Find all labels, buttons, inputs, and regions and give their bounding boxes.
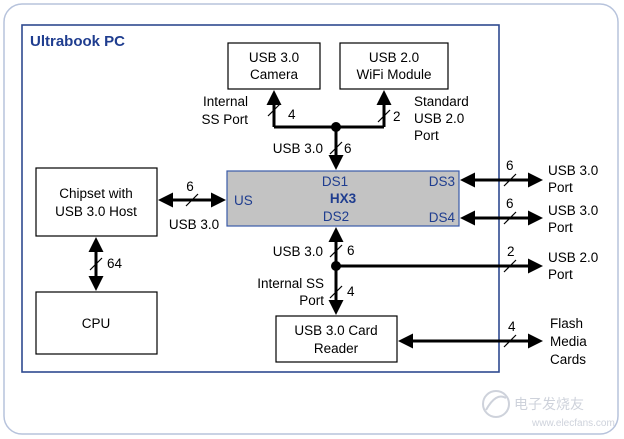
slash-ds3: [503, 173, 517, 187]
slash-flash: [503, 334, 517, 348]
hub-name: HX3: [330, 191, 357, 206]
cpu-block: [35, 291, 158, 355]
label-flash-line2: Media: [550, 334, 587, 349]
label-standard-usb2-line2: USB 2.0: [414, 111, 464, 126]
hub-ds2-port: DS2: [323, 209, 349, 224]
label-ds4-out-line1: USB 3.0: [548, 203, 598, 218]
watermark: 电子发烧友 www.elecfans.com: [482, 390, 615, 429]
camera-label-line2: Camera: [250, 67, 299, 82]
slash-wifi: [377, 109, 391, 123]
slash-camera: [267, 103, 281, 117]
label-usb30-left: USB 3.0: [169, 217, 219, 232]
slash-card-reader: [329, 285, 343, 299]
slash-hub-top: [329, 141, 343, 155]
cpu-label: CPU: [82, 316, 111, 331]
label-internal-ss-bottom-line1: Internal SS: [257, 276, 324, 291]
slash-chipset-cpu: [89, 257, 103, 271]
ultrabook-pc-container: [21, 24, 500, 373]
label-ds4-out-line2: Port: [548, 220, 573, 235]
slash-usb2-out: [503, 259, 517, 273]
hub-ds1-port: DS1: [322, 174, 348, 189]
camera-block: [227, 42, 321, 90]
label-flash-line1: Flash: [550, 316, 583, 331]
chipset-label-line2: USB 3.0 Host: [55, 204, 137, 219]
width-flash: 4: [508, 319, 516, 334]
width-card-reader: 4: [347, 284, 355, 299]
slash-ds4: [503, 211, 517, 225]
width-ds4: 6: [506, 196, 514, 211]
label-flash-line3: Cards: [550, 352, 586, 367]
width-hub-bottom: 6: [347, 243, 355, 258]
wifi-block: [339, 42, 449, 90]
slash-hub-bottom: [329, 244, 343, 258]
label-usb2-out-line1: USB 2.0: [548, 250, 598, 265]
width-chipset-cpu: 64: [107, 256, 123, 271]
watermark-logo-icon: [482, 390, 510, 418]
width-wifi: 2: [393, 109, 401, 124]
slash-upstream: [185, 193, 199, 207]
watermark-url: www.elecfans.com: [531, 418, 615, 429]
width-ds3: 6: [506, 158, 514, 173]
card-reader-block: [275, 315, 398, 363]
wifi-label-line1: USB 2.0: [369, 50, 419, 65]
label-internal-ss-top-line2: SS Port: [201, 112, 248, 127]
label-standard-usb2-line1: Standard: [414, 94, 469, 109]
watermark-text: 电子发烧友: [514, 396, 584, 412]
camera-label-line1: USB 3.0: [249, 50, 299, 65]
label-ds3-out-line1: USB 3.0: [548, 163, 598, 178]
chipset-label-line1: Chipset with: [59, 186, 133, 201]
hub-ds4-port: DS4: [429, 210, 456, 225]
card-reader-label-line2: Reader: [314, 341, 359, 356]
label-usb2-out-line2: Port: [548, 267, 573, 282]
container-title: Ultrabook PC: [30, 33, 125, 50]
hx3-hub-block: [226, 170, 460, 227]
label-usb30-top: USB 3.0: [273, 141, 323, 156]
label-internal-ss-top-line1: Internal: [203, 94, 248, 109]
junction-top: [331, 122, 341, 132]
wifi-label-line2: WiFi Module: [356, 67, 431, 82]
width-camera: 4: [288, 107, 296, 122]
chipset-block: [35, 167, 158, 237]
label-ds3-out-line2: Port: [548, 180, 573, 195]
width-hub-top: 6: [344, 141, 352, 156]
label-usb30-bottom: USB 3.0: [273, 244, 323, 259]
hub-us-port: US: [234, 193, 253, 208]
label-internal-ss-bottom-line2: Port: [299, 293, 324, 308]
width-usb2-out: 2: [507, 244, 515, 259]
junction-bottom: [331, 261, 341, 271]
card-reader-label-line1: USB 3.0 Card: [294, 323, 377, 338]
label-standard-usb2-line3: Port: [414, 128, 439, 143]
hub-ds3-port: DS3: [429, 174, 455, 189]
width-upstream: 6: [186, 179, 194, 194]
